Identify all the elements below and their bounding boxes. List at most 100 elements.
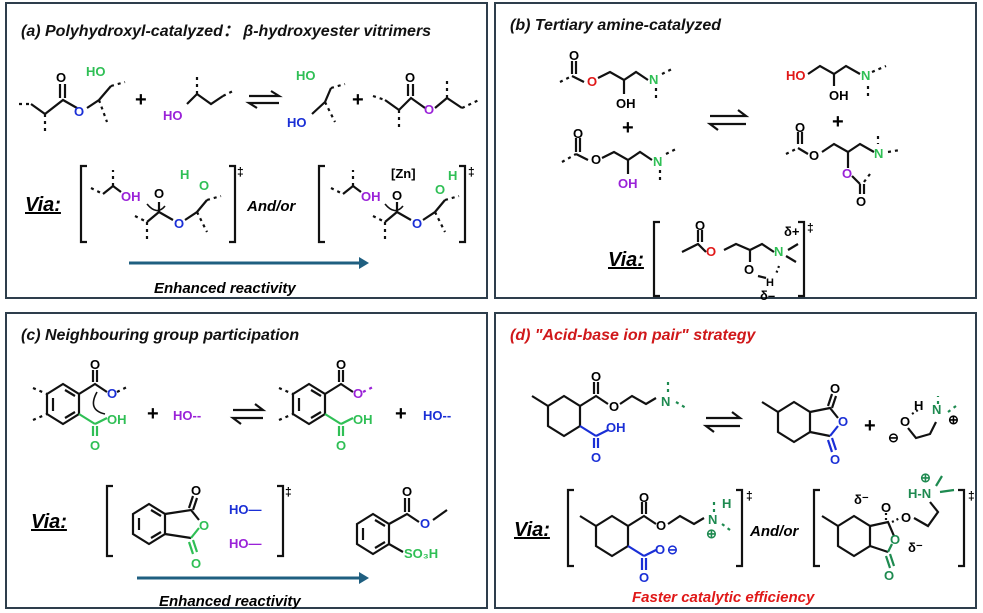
- bond-line: [571, 75, 585, 83]
- via-label: Via:: [25, 194, 61, 216]
- plus-sign: +: [352, 89, 364, 111]
- panel-d-title: (d) "Acid-base ion pair" strategy: [510, 327, 756, 344]
- bond-line: [907, 421, 937, 440]
- atom-label: OH: [107, 412, 127, 427]
- atom-label: N: [708, 512, 717, 527]
- atom-label: O: [706, 244, 716, 259]
- bond-line: [627, 545, 645, 557]
- atom-label: OH: [361, 189, 381, 204]
- positive-charge-icon: ⊕: [706, 526, 717, 541]
- bond-line: [355, 512, 391, 556]
- bond-line: [863, 173, 871, 183]
- bond-line: [710, 109, 750, 118]
- bond-line: [278, 412, 294, 422]
- bond-line: [461, 99, 480, 109]
- atom-label: O: [890, 532, 900, 547]
- bond-line: [164, 532, 192, 540]
- bond-line: [667, 514, 705, 526]
- via-label: Via:: [514, 519, 550, 541]
- caption-enhanced-reactivity: Enhanced reactivity: [154, 280, 296, 297]
- bond-line: [675, 401, 687, 409]
- bond-line: [374, 519, 386, 527]
- bond-line: [958, 488, 966, 568]
- atom-label: O: [842, 166, 852, 181]
- bond-line: [619, 394, 657, 406]
- bond-line: [821, 142, 875, 154]
- atom-label: O: [191, 556, 201, 571]
- bond-line: [757, 274, 767, 280]
- via-label: Via:: [31, 511, 67, 533]
- bond-line: [597, 70, 649, 82]
- bond-line: [86, 85, 112, 109]
- atom-label: O: [353, 386, 363, 401]
- atom-label: H: [914, 398, 923, 413]
- atom-label: O: [744, 262, 754, 277]
- atom-label: HO: [287, 115, 307, 130]
- bond-line: [579, 394, 609, 407]
- bond-line: [887, 543, 893, 553]
- ts-dagger: ‡: [237, 165, 244, 179]
- bond-line: [601, 150, 653, 162]
- bond-line: [233, 403, 267, 412]
- bond-line: [851, 175, 861, 185]
- atom-label: O: [191, 483, 201, 498]
- panel-c-title: (c) Neighbouring group participation: [21, 327, 300, 344]
- bond-line: [575, 153, 589, 161]
- panel-a-scheme: O O HO HO HO HO O O OH O H O O ‡ OH O [Z…: [19, 64, 480, 297]
- atom-label: O: [609, 399, 619, 414]
- bond-line: [459, 164, 467, 244]
- bond-line: [706, 122, 746, 131]
- bond-line: [324, 382, 354, 395]
- atom-label: O: [591, 369, 601, 384]
- bond-line: [579, 425, 597, 437]
- atom-label: O: [591, 450, 601, 465]
- bond-line: [291, 382, 327, 426]
- bond-line: [131, 502, 167, 546]
- positive-charge-icon: ⊕: [920, 470, 931, 485]
- ts-dagger: ‡: [468, 165, 475, 179]
- ammonium-label: H-N: [908, 486, 931, 501]
- bond-line: [191, 497, 199, 511]
- plus-sign: +: [622, 117, 634, 139]
- atom-label: H: [766, 277, 774, 289]
- atom-label: N: [661, 394, 670, 409]
- bond-line: [362, 385, 376, 393]
- panel-a: (a) Polyhydroxyl-catalyzed： β-hydroxyest…: [5, 2, 488, 299]
- atom-label: O: [809, 148, 819, 163]
- ts-dagger: ‡: [968, 489, 975, 503]
- delta-plus: δ+: [784, 224, 800, 239]
- bond: [30, 98, 78, 116]
- bond-line: [310, 411, 322, 419]
- bond-line: [566, 488, 574, 568]
- atom-label: O: [884, 568, 894, 583]
- bond-line: [531, 395, 549, 407]
- atom-label: O: [174, 216, 184, 231]
- plus-sign: +: [864, 415, 876, 437]
- bond-line: [79, 164, 87, 244]
- bond-line: [643, 549, 657, 557]
- atom-label: O: [587, 74, 597, 89]
- ts-dagger: ‡: [807, 221, 814, 235]
- negative-charge-icon: ⊖: [888, 430, 899, 445]
- bond-line: [92, 391, 106, 415]
- delta-minus: δ–: [760, 288, 775, 301]
- bond-line: [102, 184, 122, 195]
- panel-b-scheme: O O N OH O O N OH HO OH N O O N O O O O …: [559, 48, 901, 301]
- zinc-label: [Zn]: [391, 166, 416, 181]
- atom-label: N: [932, 402, 941, 417]
- bond-line: [826, 393, 834, 407]
- atom-label: O: [695, 218, 705, 233]
- atom-label: O: [830, 381, 840, 396]
- bond-line: [150, 531, 162, 539]
- atom-label: HO: [786, 68, 806, 83]
- bond-line: [206, 194, 222, 202]
- atom-label: N: [861, 68, 870, 83]
- bond-line: [134, 215, 148, 223]
- bond-line: [871, 64, 887, 74]
- bond-line: [324, 413, 342, 425]
- bond-line: [830, 437, 838, 451]
- atom-label: N: [874, 146, 883, 161]
- bond-line: [830, 395, 838, 409]
- atom-label: N: [649, 72, 658, 87]
- bond-line: [78, 382, 108, 395]
